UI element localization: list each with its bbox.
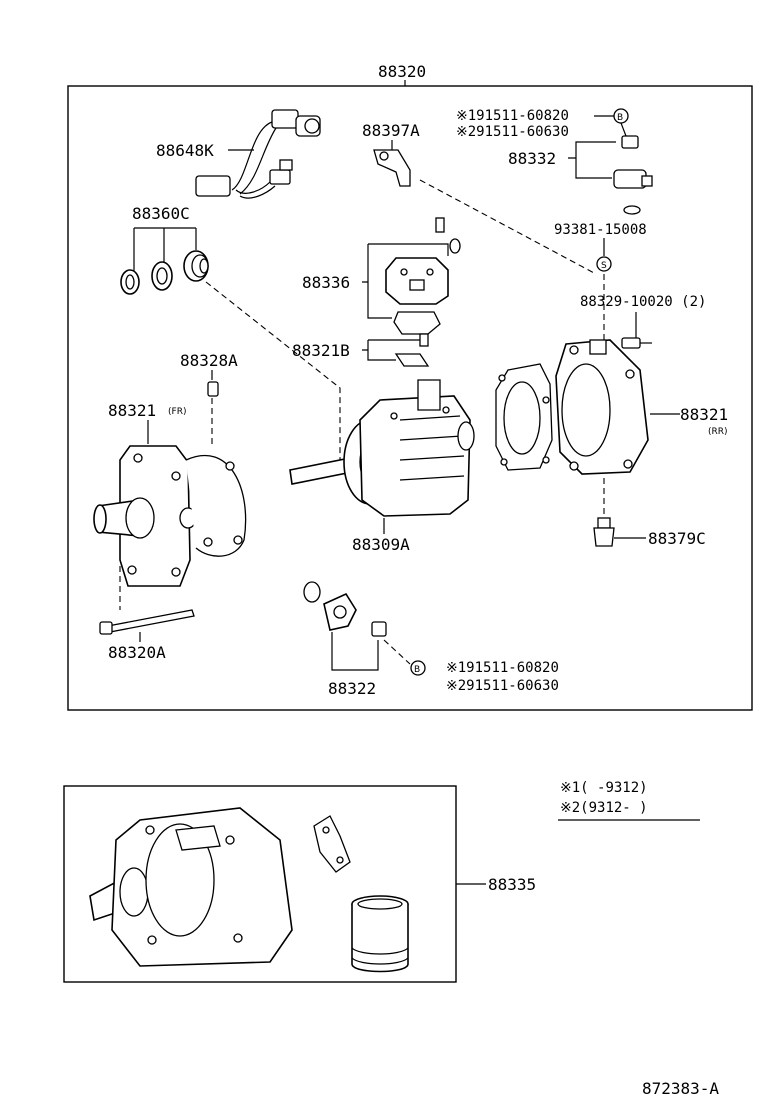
rear-gasket[interactable] [495,363,553,471]
kit-compressor-drawing [89,807,293,967]
label-rr-note: (RR) [708,427,728,437]
valve-block-88336[interactable] [385,217,461,335]
label-93381-15008[interactable]: 93381-15008 [554,222,647,238]
switch-88332[interactable] [613,135,653,215]
label-88332[interactable]: 88332 [508,149,556,168]
label-88320A[interactable]: 88320A [108,643,166,662]
label-88397A[interactable]: 88397A [362,121,420,140]
label-88321-fr[interactable]: 88321 [108,401,156,420]
legend-line-1: ※1( -9312) [560,780,648,796]
label-88321-rr[interactable]: 88321 [680,405,728,424]
bracket-88397A[interactable] [373,149,411,187]
fitting-88322[interactable] [303,581,387,637]
label-88335[interactable]: 88335 [488,875,536,894]
s-marker [596,256,612,272]
b-marker-top-letter: B [617,113,623,123]
b-marker-bottom [410,660,426,676]
rear-housing-88321-rr[interactable] [555,339,649,475]
label-88321B[interactable]: 88321B [292,341,350,360]
diagram-code: 872383-A [642,1079,719,1098]
seals-88360C[interactable] [120,250,209,295]
front-housing-88321-fr[interactable] [93,445,247,587]
label-88322[interactable]: 88322 [328,679,376,698]
label-88328A[interactable]: 88328A [180,351,238,370]
pin-88328A[interactable] [207,381,219,397]
label-88648K[interactable]: 88648K [156,141,214,160]
b-marker-bottom-letter: B [414,665,420,675]
kit-clip-drawing [313,815,351,873]
label-fr-note: (FR) [168,407,186,417]
bolt-b-bottom-note-1[interactable]: ※191511-60820 [446,660,559,676]
label-88309A[interactable]: 88309A [352,535,410,554]
label-88379C[interactable]: 88379C [648,529,706,548]
label-88360C[interactable]: 88360C [132,204,190,223]
bolt-b-bottom-note-2[interactable]: ※291511-60630 [446,678,559,694]
bolts-88329[interactable] [621,337,652,349]
label-88336[interactable]: 88336 [302,273,350,292]
gasket-88321B[interactable] [394,333,430,367]
s-marker-letter: S [601,261,607,271]
legend-line-2: ※2(9312- ) [560,800,648,816]
assembly-number[interactable]: 88320 [378,62,426,81]
kit-cylinder-drawing [351,895,409,973]
bolt-b-top-note-2[interactable]: ※291511-60630 [456,124,569,140]
bolt-b-top-note-1[interactable]: ※191511-60820 [456,108,569,124]
label-88329-10020[interactable]: 88329-10020 (2) [580,294,706,310]
relief-valve-88379C[interactable] [593,517,615,547]
wire-harness-88648K[interactable] [195,109,321,199]
main-assembly-frame [67,85,753,711]
compressor-body-88309A[interactable] [289,379,475,517]
through-bolt-88320A[interactable] [99,609,195,635]
